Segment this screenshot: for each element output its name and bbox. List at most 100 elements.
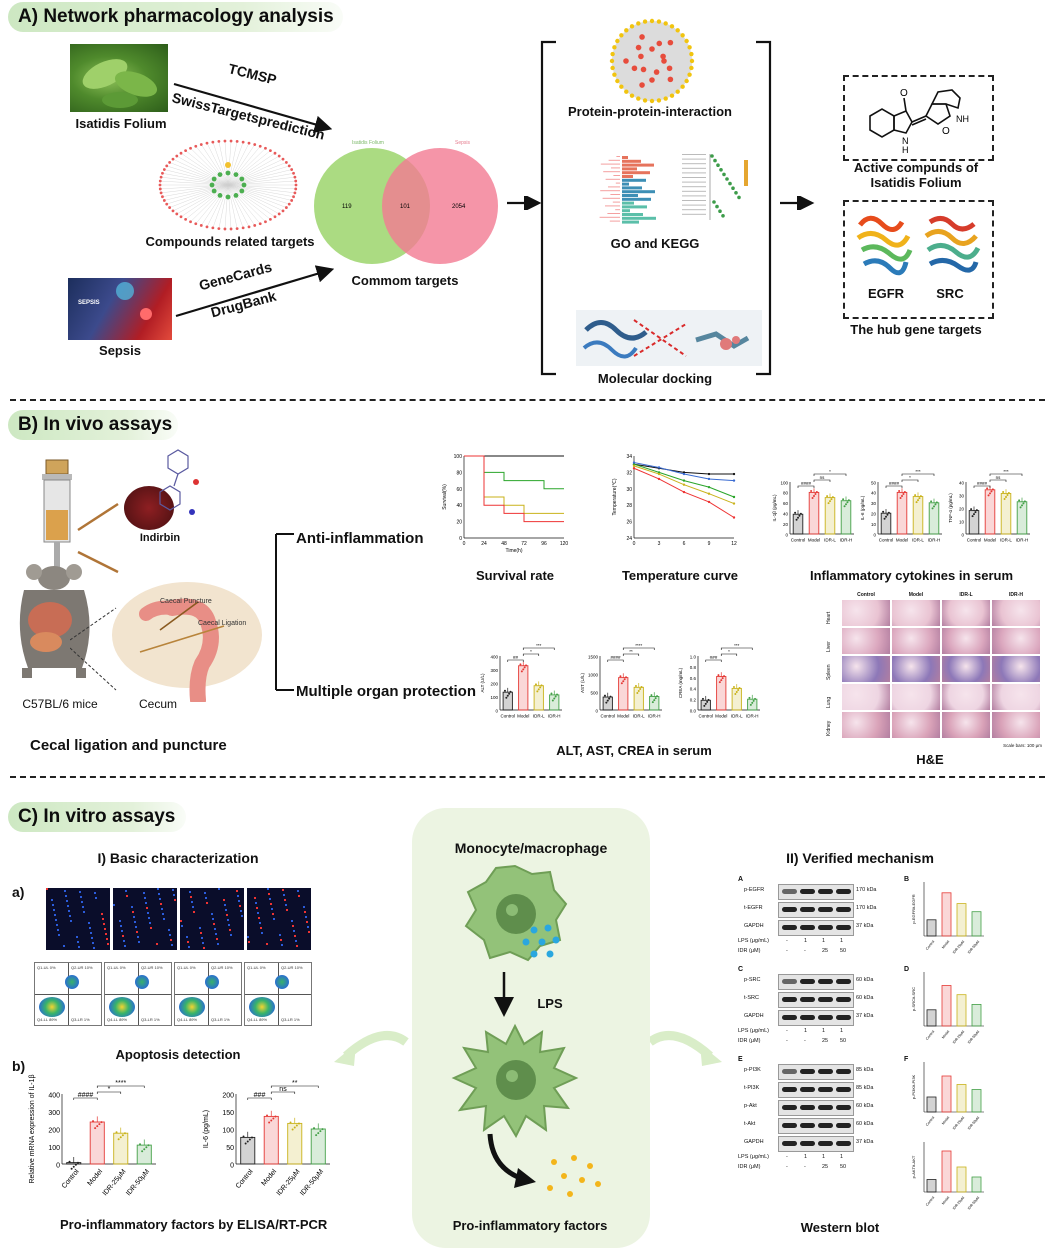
- data-point: [143, 1148, 146, 1151]
- y-tick-label: 400: [48, 1093, 60, 1100]
- significance-label: ####: [78, 1092, 94, 1099]
- network-edge: [227, 184, 284, 212]
- data-point: [536, 690, 539, 693]
- network-node: [179, 215, 183, 219]
- y-tick-label: 40: [959, 480, 965, 485]
- flow-quadrant-label: Q2-UR 10%: [71, 965, 93, 970]
- go-bar: [622, 175, 633, 178]
- wb-band-strip: [778, 992, 854, 1008]
- y-axis-label: Relative mRNA expression of IL-1β: [29, 1074, 36, 1183]
- analysis-bracket: [540, 40, 772, 376]
- significance-bracket: [901, 473, 935, 476]
- network-node: [162, 199, 166, 202]
- network-edge: [227, 165, 290, 186]
- y-axis-label: p-EGFR/t-EGFR: [911, 894, 916, 923]
- kegg-term-line: [682, 204, 706, 206]
- compound-node: [225, 170, 231, 176]
- ppi-hub-node: [638, 53, 644, 60]
- x-tick-label: 9: [708, 541, 711, 547]
- section-a-title: A) Network pharmacology analysis: [8, 2, 343, 32]
- ppi-outer-node: [684, 78, 689, 84]
- bar: [984, 489, 996, 535]
- data-point: [272, 1117, 275, 1120]
- kegg-bubble: [719, 168, 723, 172]
- wb-treatment-value: 50: [840, 1164, 847, 1170]
- x-tick-label: 0: [633, 541, 636, 547]
- x-tick-label: Model: [941, 1029, 950, 1039]
- wb-treatment-label: LPS (μg/mL): [738, 1154, 769, 1160]
- ppi-outer-node: [663, 21, 668, 26]
- wb-treatment-value: 1: [822, 1154, 826, 1160]
- bar: [956, 994, 967, 1027]
- y-tick-label: 100: [490, 695, 498, 700]
- go-bar: [622, 178, 646, 182]
- venn-right-count: 2054: [452, 204, 466, 210]
- data-point: [100, 1121, 103, 1124]
- significance-bracket: [270, 1085, 319, 1088]
- flow-quadrant-label: Q4-LL 89%: [37, 1017, 58, 1022]
- data-point: [973, 513, 975, 516]
- bar: [518, 665, 529, 711]
- x-tick-label: IDR-25μM: [952, 1116, 965, 1131]
- network-node: [165, 202, 169, 206]
- section-b-title: B) In vivo assays: [8, 410, 178, 440]
- network-edge: [227, 184, 255, 226]
- wb-treatment-value: 25: [822, 1038, 829, 1044]
- data-point: [751, 701, 754, 704]
- fluorescence-image: [46, 888, 110, 950]
- network-node: [273, 151, 277, 155]
- network-edge: [206, 184, 229, 227]
- he-tissue-image: [842, 684, 890, 710]
- x-tick-label: IDR-50μM: [967, 1116, 980, 1131]
- bar: [240, 1136, 256, 1165]
- go-bar: [622, 205, 647, 209]
- network-edge: [172, 158, 229, 186]
- wb-treatment-value: 1: [840, 1154, 844, 1160]
- ppi-outer-node: [612, 45, 617, 50]
- he-tissue-image: [892, 600, 940, 626]
- significance-label: ns: [820, 475, 826, 480]
- go-label-line: [611, 167, 620, 169]
- bar: [926, 1009, 937, 1027]
- wb-treatment-value: -: [786, 1038, 788, 1044]
- data-point: [738, 687, 741, 690]
- significance-label: ***: [915, 469, 921, 474]
- x-tick-label: IDR-H: [548, 714, 561, 719]
- herb-label: Isatidis Folium: [75, 116, 167, 131]
- wb-row-label: p-EGFR: [744, 887, 765, 893]
- he-tissue-image: [992, 712, 1040, 738]
- significance-bracket: [989, 479, 1007, 482]
- network-node: [277, 212, 281, 216]
- go-bar: [622, 163, 654, 167]
- network-edge: [227, 143, 250, 186]
- egfr-protein-structure: [856, 215, 913, 276]
- significance-bracket: [507, 659, 524, 662]
- data-point: [829, 500, 831, 503]
- go-label-line: [608, 186, 620, 188]
- svg-text:H: H: [902, 145, 909, 154]
- network-edge: [180, 153, 229, 186]
- data-point: [246, 1140, 249, 1143]
- data-point: [827, 502, 830, 505]
- wb-panel-letter: A: [738, 876, 744, 883]
- wb-treatment-label: LPS (μg/mL): [738, 938, 769, 944]
- flow-plot: Q1-UL 0%Q2-UR 10%Q4-LL 89%Q3-LR 1%: [34, 962, 102, 1026]
- y-tick-label: 32: [626, 470, 632, 476]
- x-tick-label: 48: [501, 541, 507, 547]
- network-edge: [227, 162, 287, 186]
- y-tick-label: 100: [222, 1128, 234, 1135]
- data-point: [990, 490, 993, 493]
- data-point: [933, 505, 935, 508]
- network-node: [247, 225, 251, 229]
- wb-treatment-value: 1: [822, 938, 826, 944]
- y-tick-label: 0: [230, 1163, 234, 1170]
- y-axis-label: IL-1β (pg/mL): [772, 494, 777, 522]
- bar: [747, 698, 758, 711]
- he-tissue-image: [892, 656, 940, 682]
- wb-row-label: GAPDH: [744, 1013, 764, 1019]
- data-point: [798, 514, 801, 517]
- curved-arrow-left: [334, 1031, 409, 1066]
